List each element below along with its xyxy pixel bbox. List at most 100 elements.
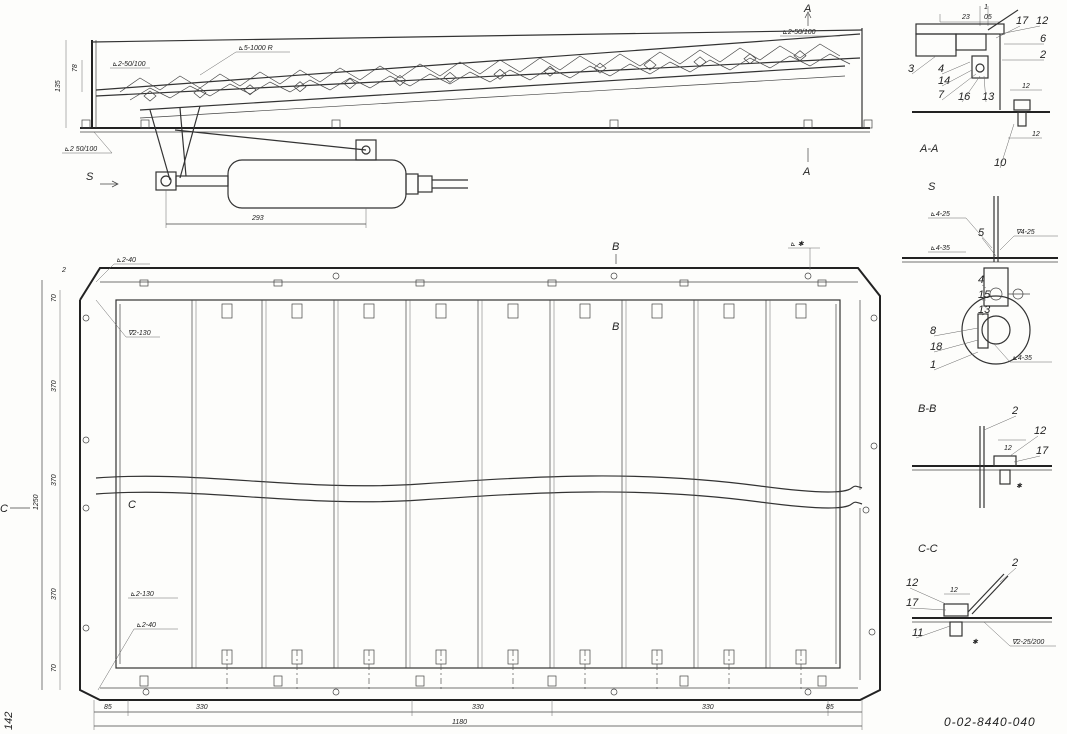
bottom-hole <box>804 688 812 696</box>
part-leader <box>961 75 981 103</box>
part-number: 12 <box>1034 425 1046 437</box>
dim-70-top: 70 <box>51 294 58 302</box>
part-number: 3 <box>908 63 915 75</box>
lamella-slats <box>139 279 827 696</box>
hinge-mark <box>493 68 507 80</box>
dim-293: 293 <box>251 215 264 222</box>
base-bolt <box>803 119 813 129</box>
slat-clip-top <box>507 303 519 319</box>
section-title-s: S <box>928 181 936 193</box>
part-leader <box>941 61 971 75</box>
part-number: 5 <box>978 227 985 239</box>
weld-corner: ∇2-130 <box>128 329 151 337</box>
dim-85-right: 85 <box>826 704 834 711</box>
part-number: 17 <box>1036 445 1049 457</box>
section-title-a-a: A-A <box>919 143 938 155</box>
page-number: 142 <box>3 712 15 730</box>
bb-dim-12: 12 <box>1004 445 1012 452</box>
drawing-number: 0-02-8440-040 <box>944 715 1036 729</box>
hinge-mark <box>193 87 207 99</box>
weld-top-right-mark: ⊾ ✱ <box>790 240 805 248</box>
s-weld-4: ⊾4-35 <box>1012 355 1032 362</box>
part-leader <box>995 25 1021 39</box>
part-leader <box>941 73 977 101</box>
base-bolt <box>331 119 341 129</box>
dim-78: 78 <box>72 64 79 72</box>
top-fitting <box>273 279 283 287</box>
bottom-hole <box>142 688 150 696</box>
plan-view: 1250 70 370 370 370 70 2 C C B B ⊾2-40 ∇… <box>0 240 881 730</box>
hinge-mark <box>693 56 707 68</box>
part-leader <box>933 327 979 337</box>
aa-dim-12-b: 12 <box>1032 131 1040 138</box>
hinge-mark <box>293 81 307 93</box>
part-number: 14 <box>938 75 950 87</box>
aa-dim-05: 05 <box>984 14 992 21</box>
bottom-fitting <box>415 675 425 687</box>
hinge-mark <box>243 84 257 96</box>
part-leader <box>981 237 997 257</box>
slat-clip-top <box>363 303 375 319</box>
s-weld-3: ⊾4-35 <box>930 245 950 252</box>
part-number: 18 <box>930 341 943 353</box>
weld-top-left: ⊾2-40 <box>116 257 136 264</box>
dim-370-b: 370 <box>51 474 58 486</box>
weld-bottom-left: ⊾2 50/100 <box>64 146 97 153</box>
part-leader <box>1013 455 1041 463</box>
part-leader <box>933 351 979 371</box>
part-number: 7 <box>938 89 945 101</box>
side-view: 135 78 ⊾2-50/100 ⊾5-1000 R ⊾2-50/100 ⊾2 … <box>55 3 873 228</box>
part-number: 13 <box>978 304 991 316</box>
bottom-fitting <box>679 675 689 687</box>
cc-weld: ∇2-25/200 <box>1012 638 1044 646</box>
bottom-hole <box>332 688 340 696</box>
aa-dim-1: 1 <box>984 4 988 11</box>
part-number: 6 <box>1040 33 1047 45</box>
hinge-mark <box>343 78 357 90</box>
aa-dim-23: 23 <box>961 14 970 21</box>
s-weld-2: ∇4-25 <box>1016 228 1035 236</box>
dim-85-left: 85 <box>104 704 112 711</box>
slat-clip-top <box>221 303 233 319</box>
s-weld-1: ⊾4-25 <box>930 211 950 218</box>
bb-mark: ✱ <box>1016 482 1023 490</box>
part-leader <box>999 123 1015 169</box>
part-leader <box>999 25 1041 35</box>
bottom-fitting <box>547 675 557 687</box>
base-bolt <box>609 119 619 129</box>
part-number: 10 <box>994 157 1007 169</box>
part-leader <box>983 75 987 103</box>
section-title-c-c: C-C <box>918 543 938 555</box>
section-arrow-c-left: C <box>0 503 8 515</box>
base-bolt <box>81 119 91 129</box>
cc-dim-12: 12 <box>950 587 958 594</box>
bottom-fitting <box>273 675 283 687</box>
bottom-hole <box>610 688 618 696</box>
view-arrow-s: S <box>86 171 94 183</box>
top-fitting <box>817 279 827 287</box>
dim-330-a: 330 <box>196 704 208 711</box>
part-number: 2 <box>1011 405 1018 417</box>
dim-330-c: 330 <box>702 704 714 711</box>
dim-330-b: 330 <box>472 704 484 711</box>
base-bolt <box>863 119 873 129</box>
part-leader <box>911 55 937 75</box>
hinge-mark <box>593 62 607 74</box>
dim-70-bottom: 70 <box>51 664 58 672</box>
dim-135: 135 <box>55 80 62 92</box>
slat-clip-top <box>795 303 807 319</box>
dim-1180: 1180 <box>452 719 467 726</box>
weld-bottom-left-2: ⊾2-40 <box>136 622 156 629</box>
section-arrow-a-top: A <box>803 3 811 15</box>
slat-clip-top <box>723 303 735 319</box>
slat-clip-top <box>579 303 591 319</box>
part-leader <box>983 415 1017 431</box>
hinge-marks <box>143 50 807 102</box>
dim-370-a: 370 <box>51 380 58 392</box>
